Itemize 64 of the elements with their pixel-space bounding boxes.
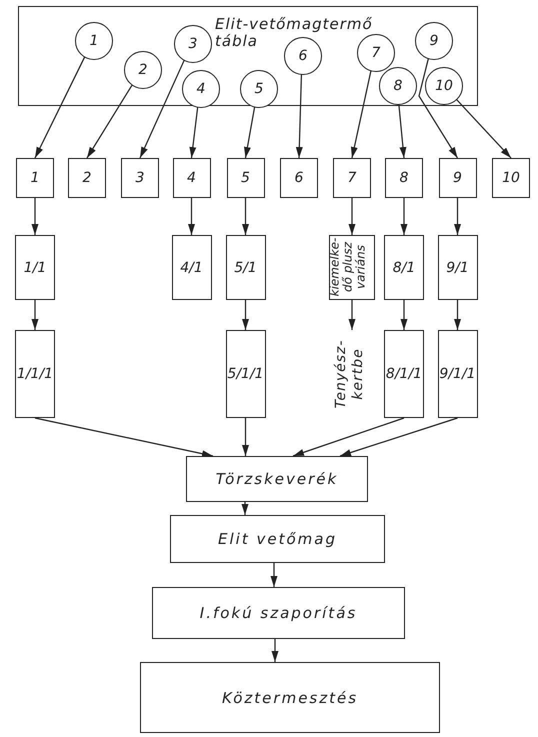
arrow <box>270 563 278 587</box>
selection-box: 1 <box>16 158 54 198</box>
arrow <box>244 106 256 158</box>
selection-box: 7 <box>333 158 371 198</box>
numbered-circle: 6 <box>284 37 322 75</box>
selection-box: 4/1 <box>172 235 212 300</box>
numbered-circle: 1 <box>75 22 113 60</box>
selection-box: 3 <box>121 158 159 198</box>
numbered-circle: 3 <box>174 25 212 63</box>
arrow <box>242 502 248 515</box>
arrow <box>296 74 303 158</box>
arrow <box>242 300 249 330</box>
arrow <box>340 417 458 457</box>
selection-box: 10 <box>492 158 530 198</box>
selection-box: 8/1/1 <box>384 330 424 418</box>
arrow <box>400 300 408 330</box>
selection-box: 5 <box>226 158 264 198</box>
arrow <box>242 418 249 456</box>
process-box: Köztermesztés <box>140 662 440 733</box>
selection-box: 5/1/1 <box>226 330 266 418</box>
rotated-label: Tenyész-kertbe <box>333 330 367 418</box>
arrow <box>350 70 372 158</box>
process-box: I.fokú szaporítás <box>152 587 405 639</box>
selection-box: 1/1/1 <box>15 330 55 418</box>
numbered-circle: 10 <box>425 67 463 105</box>
numbered-circle: 2 <box>124 51 162 89</box>
arrow <box>32 198 38 235</box>
arrow <box>34 417 214 458</box>
arrow <box>418 58 458 158</box>
arrow <box>400 198 408 235</box>
arrow <box>292 417 404 457</box>
arrow <box>454 198 461 235</box>
arrow <box>139 60 185 158</box>
numbered-circle: 8 <box>379 67 417 105</box>
selection-box: kiemelke-dő plusz variáns <box>329 235 375 300</box>
arrow <box>188 198 195 235</box>
selection-box: 9/1 <box>438 235 478 300</box>
field-plot-frame <box>18 6 478 106</box>
arrow <box>456 98 512 158</box>
selection-box: 5/1 <box>226 235 266 300</box>
numbered-circle: 7 <box>357 34 395 72</box>
arrow <box>242 198 249 235</box>
arrow <box>32 300 38 330</box>
arrow <box>272 639 278 662</box>
selection-box: 9/1/1 <box>438 330 478 418</box>
selection-box: 8/1 <box>384 235 424 300</box>
selection-box: 8 <box>385 158 423 198</box>
selection-box: 9 <box>438 158 476 198</box>
process-box: Törzskeverék <box>186 456 368 502</box>
selection-box: 4 <box>172 158 210 198</box>
numbered-circle: 5 <box>240 70 278 108</box>
arrow <box>398 104 406 158</box>
numbered-circle: 9 <box>415 22 453 60</box>
selection-box: 1/1 <box>15 235 55 300</box>
arrow <box>348 300 356 330</box>
selection-box: 2 <box>68 158 106 198</box>
arrow <box>86 84 133 158</box>
numbered-circle: 4 <box>182 70 220 108</box>
selection-box: 6 <box>280 158 318 198</box>
arrow <box>454 300 461 330</box>
arrow <box>348 198 356 235</box>
arrow <box>34 56 86 158</box>
arrow <box>189 106 198 158</box>
process-box: Elit vetőmag <box>170 515 385 563</box>
